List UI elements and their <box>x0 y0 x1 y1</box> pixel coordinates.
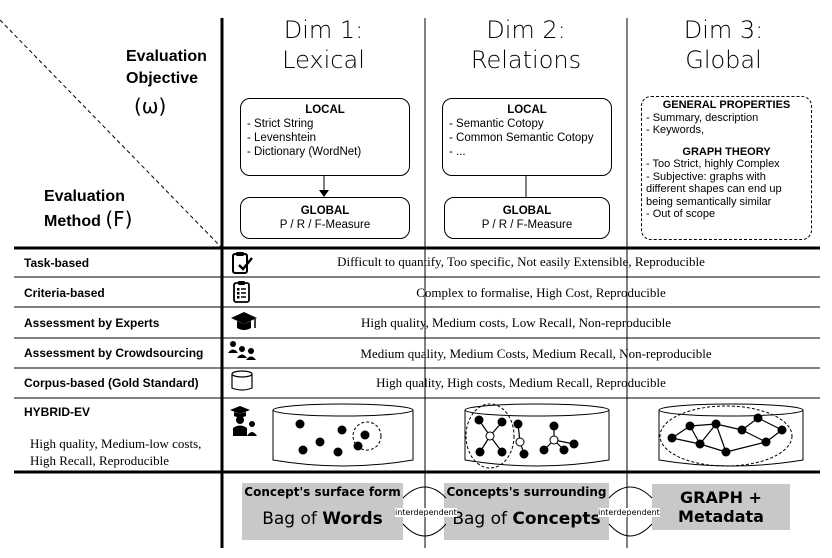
row-label-task-based: Task-based <box>24 256 90 270</box>
dim1-local-header: LOCAL <box>305 104 345 116</box>
clipboard-check-icon <box>232 252 253 274</box>
hybrid-cylinder-dim2 <box>464 403 610 469</box>
dim2-local-box: LOCAL - Semantic Cotopy - Common Semanti… <box>442 98 612 176</box>
checklist-icon <box>233 281 250 303</box>
expert-crowd-icon <box>230 406 257 436</box>
hybrid-desc: High quality, Medium-low costs, High Rec… <box>30 436 202 468</box>
dim2-local-item: - Common Semantic Cotopy <box>449 132 594 144</box>
dim2-local-header: LOCAL <box>507 104 547 116</box>
bag-of-words-box: Concept's surface form Bag of Words <box>242 483 403 540</box>
row-desc-task-based: Difficult to quantify, Too specific, Not… <box>337 254 705 269</box>
dim1-global-header: GLOBAL <box>300 205 350 217</box>
dim3-graph-item: being semantically similar <box>646 195 772 208</box>
dim1-local-item: - Levenshtein <box>247 132 317 144</box>
dim3-graph-item: different shapes can end up <box>646 183 782 195</box>
hybrid-cylinder-dim3 <box>658 403 804 467</box>
bag-of-words-caption: Concept's surface form <box>244 485 401 499</box>
bag-of-concepts-caption: Concepts's surrounding <box>446 485 607 499</box>
dim1-local-box: LOCAL - Strict String - Levenshtein - Di… <box>240 98 410 176</box>
dim1-global-box: GLOBAL P / R / F-Measure <box>240 197 410 239</box>
row-desc-criteria-based: Complex to formalise, High Cost, Reprodu… <box>416 285 666 300</box>
row-label-hybrid: HYBRID-EV <box>24 405 91 419</box>
dim2-global-header: GLOBAL <box>502 205 552 217</box>
dim1-local-item: - Dictionary (WordNet) <box>247 146 362 158</box>
dim3-graph-item: - Out of scope <box>646 208 716 220</box>
dim2-global-box: GLOBAL P / R / F-Measure <box>444 197 610 239</box>
evaluation-method-label: Evaluation Method (F) <box>44 188 133 231</box>
dim1-local-item: - Strict String <box>247 118 314 130</box>
dim2-local-item: - Semantic Cotopy <box>449 118 544 130</box>
bag-of-concepts-label: Bag of Concepts <box>452 509 601 529</box>
interdependent-label-2: interdependent <box>598 508 660 517</box>
hybrid-cylinder-dim1 <box>272 403 414 467</box>
row-desc-crowdsourcing: Medium quality, Medium Costs, Medium Rec… <box>360 346 712 361</box>
dim3-general-item: - Summary, description <box>646 111 759 124</box>
interdependent-label-1: interdependent <box>395 508 457 517</box>
dim3-general-header: GENERAL PROPERTIES <box>662 99 791 111</box>
dim3-graph-header: GRAPH THEORY <box>682 145 771 158</box>
graph-metadata-line2: Metadata <box>678 507 764 526</box>
row-desc-experts: High quality, Medium costs, Low Recall, … <box>360 315 671 330</box>
graduation-cap-icon <box>231 312 257 330</box>
bag-of-words-label: Bag of Words <box>262 509 383 529</box>
crowd-icon <box>228 341 256 360</box>
dim3-properties-box: GENERAL PROPERTIES - Summary, descriptio… <box>641 96 812 240</box>
graph-metadata-line1: GRAPH + <box>680 488 762 507</box>
dim2-global-text: P / R / F-Measure <box>481 219 573 231</box>
bag-of-concepts-box: Concepts's surrounding Bag of Concepts <box>444 483 609 540</box>
row-desc-corpus: High quality, High costs, Medium Recall,… <box>376 375 666 390</box>
dim2-local-item: - ... <box>449 146 466 158</box>
dim2-title: Dim 2:Relations <box>470 16 582 74</box>
row-label-experts: Assessment by Experts <box>24 316 160 330</box>
row-label-crowdsourcing: Assessment by Crowdsourcing <box>24 346 204 360</box>
objective-symbol: (ω) <box>134 94 167 118</box>
dim1-title: Dim 1:Lexical <box>282 16 365 74</box>
graph-metadata-box: GRAPH + Metadata <box>652 484 790 530</box>
row-label-corpus: Corpus-based (Gold Standard) <box>24 376 199 390</box>
dim1-global-text: P / R / F-Measure <box>279 219 371 231</box>
dim3-graph-item: - Too Strict, highly Complex <box>646 158 780 170</box>
dim3-title: Dim 3:Global <box>683 16 764 74</box>
database-cylinder-icon <box>231 370 253 391</box>
dim3-graph-item: - Subjective: graphs with <box>646 170 766 183</box>
row-label-criteria-based: Criteria-based <box>24 286 105 300</box>
evaluation-objective-label: Evaluation Objective <box>126 48 207 87</box>
dim3-general-item: - Keywords, <box>646 124 705 136</box>
